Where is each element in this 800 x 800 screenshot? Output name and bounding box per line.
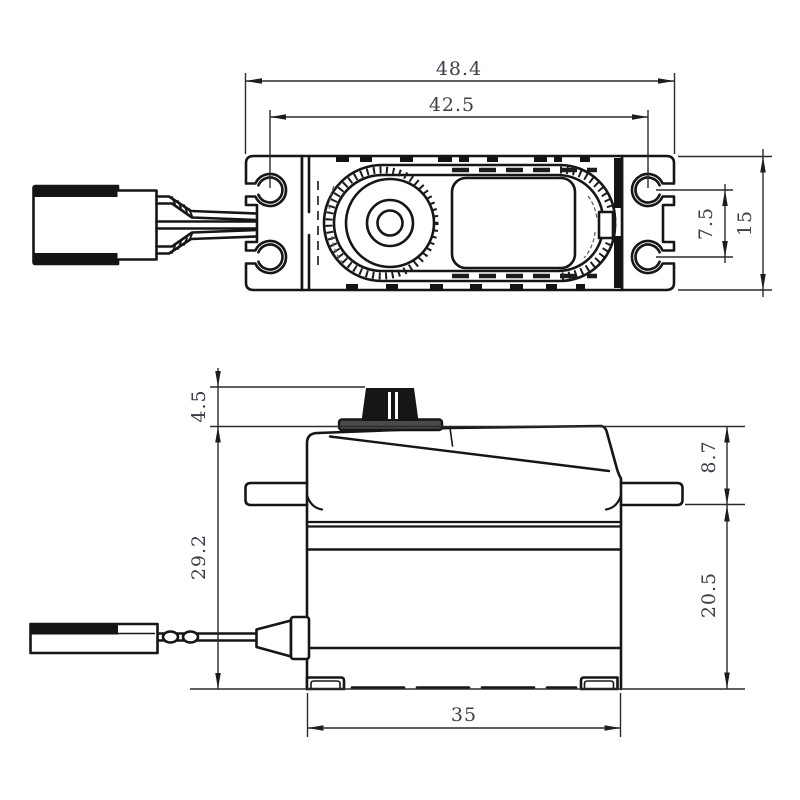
dim-mounting-hole-spacing: 42.5 xyxy=(269,94,649,188)
label-window xyxy=(450,176,577,270)
mounting-ear-left xyxy=(244,154,304,292)
case-edge-bar xyxy=(614,158,621,208)
dim-text-42-5: 42.5 xyxy=(429,94,475,116)
dim-shaft-height: 4.5 xyxy=(188,368,745,689)
mounting-ear-right xyxy=(620,154,676,292)
dim-text-8-7: 8.7 xyxy=(698,440,720,473)
mounting-hole-ring xyxy=(634,243,661,271)
flange-tab-right xyxy=(619,481,684,507)
dim-text-20-5: 20.5 xyxy=(698,572,720,618)
dim-text-7-5: 7.5 xyxy=(695,207,717,240)
dim-mounting-hole-row-pitch: 7.5 xyxy=(656,184,733,263)
shaft-base-plate xyxy=(337,418,444,432)
dim-flange-to-top: 8.7 xyxy=(685,426,745,689)
dim-text-29-2: 29.2 xyxy=(188,534,210,580)
case-edge-bar xyxy=(614,236,621,288)
dim-text-4-5: 4.5 xyxy=(188,389,210,422)
wire-braid-ticks xyxy=(171,196,193,254)
dimensions: 48.4 42.5 7.5 15 4.5 xyxy=(188,58,772,737)
grommet xyxy=(289,615,311,661)
dim-text-35: 35 xyxy=(451,704,477,726)
wire-leads-top-view xyxy=(155,195,258,255)
output-shaft-side-view xyxy=(337,388,444,432)
servo-case-side-view xyxy=(307,426,621,689)
dim-text-15: 15 xyxy=(734,210,756,236)
wire-exit-side-view xyxy=(29,615,311,661)
strain-relief-cone xyxy=(255,619,293,658)
dim-text-48-4: 48.4 xyxy=(436,58,482,80)
connector-plug-top-view xyxy=(32,184,158,266)
top-cover-slope-line xyxy=(328,435,611,473)
case-seam-line xyxy=(305,520,623,528)
plug-contact-bar-top xyxy=(33,186,118,197)
mounting-hole-ring xyxy=(634,176,661,204)
servo-case-top-view xyxy=(300,154,624,292)
side-view xyxy=(29,388,684,691)
dim-overall-body-height: 29.2 xyxy=(188,534,745,690)
plug-contact-bar-bottom xyxy=(33,253,118,264)
flange-tab-left xyxy=(244,481,309,507)
connector-plug-side-view xyxy=(29,622,159,655)
dim-flange-to-bottom: 20.5 xyxy=(698,505,730,689)
wire-wrap xyxy=(181,630,200,644)
mounting-hole-ring xyxy=(257,176,284,204)
top-view xyxy=(32,154,676,292)
mounting-hole-ring xyxy=(257,243,284,271)
dim-case-length: 35 xyxy=(306,693,622,737)
case-feet xyxy=(305,676,619,691)
output-shaft-top-view xyxy=(344,177,436,269)
case-edge-ticks xyxy=(336,156,590,290)
dim-body-width: 15 xyxy=(678,149,772,297)
label-seam xyxy=(597,210,615,240)
dim-flange-overall-length: 48.4 xyxy=(244,58,676,154)
wire-wrap xyxy=(161,630,180,644)
